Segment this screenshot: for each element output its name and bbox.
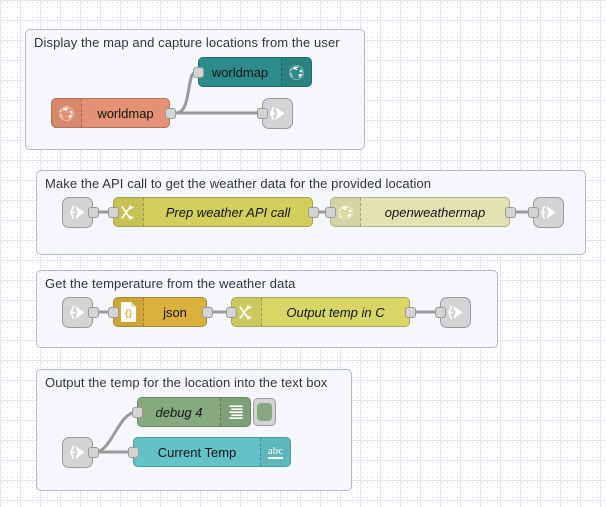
node-link-out[interactable] bbox=[533, 197, 564, 228]
node-output-port[interactable] bbox=[404, 306, 416, 318]
node-label: Current Temp bbox=[157, 444, 237, 460]
node-input-port[interactable] bbox=[192, 66, 204, 78]
node-json[interactable]: {} json bbox=[113, 297, 207, 327]
node-output-port[interactable] bbox=[307, 206, 319, 218]
node-prep-weather-api-call[interactable]: Prep weather API call bbox=[113, 197, 313, 227]
node-worldmap-out[interactable]: worldmap bbox=[198, 57, 312, 87]
group-display-map[interactable]: Display the map and capture locations fr… bbox=[25, 29, 365, 150]
link-out-icon bbox=[270, 106, 285, 121]
node-output-port[interactable] bbox=[87, 307, 99, 318]
node-debug-4[interactable]: debug 4 bbox=[137, 397, 251, 427]
globe-icon bbox=[281, 58, 311, 86]
node-output-port[interactable] bbox=[201, 306, 213, 318]
debug-toggle-indicator bbox=[257, 403, 272, 421]
globe-icon bbox=[331, 198, 361, 226]
node-output-temp-in-c[interactable]: Output temp in C bbox=[231, 297, 410, 327]
svg-text:{}: {} bbox=[125, 308, 133, 319]
node-label: openweathermap bbox=[384, 204, 486, 220]
node-openweathermap[interactable]: openweathermap bbox=[330, 197, 510, 227]
link-in-icon bbox=[70, 205, 85, 220]
node-label: json bbox=[163, 304, 187, 320]
node-input-port[interactable] bbox=[324, 206, 336, 218]
group-title: Output the temp for the location into th… bbox=[45, 375, 328, 390]
node-input-port[interactable] bbox=[256, 108, 268, 119]
node-output-port[interactable] bbox=[504, 206, 516, 218]
debug-lines-icon bbox=[220, 398, 250, 426]
node-link-in[interactable] bbox=[62, 437, 93, 468]
change-icon bbox=[114, 198, 144, 226]
group-output-temp[interactable]: Output the temp for the location into th… bbox=[36, 369, 352, 491]
link-out-icon bbox=[448, 305, 463, 320]
node-input-port[interactable] bbox=[527, 207, 539, 218]
node-label: Output temp in C bbox=[286, 304, 385, 320]
node-input-port[interactable] bbox=[107, 206, 119, 218]
node-label: worldmap bbox=[211, 64, 269, 80]
node-input-port[interactable] bbox=[131, 406, 143, 418]
link-in-icon bbox=[70, 305, 85, 320]
node-input-port[interactable] bbox=[107, 306, 119, 318]
node-output-port[interactable] bbox=[87, 207, 99, 218]
node-output-port[interactable] bbox=[164, 107, 176, 119]
node-input-port[interactable] bbox=[225, 306, 237, 318]
abc-label: abc bbox=[267, 445, 284, 459]
group-title: Make the API call to get the weather dat… bbox=[45, 176, 432, 191]
globe-icon bbox=[52, 99, 82, 127]
group-title: Display the map and capture locations fr… bbox=[34, 35, 340, 50]
node-worldmap-in[interactable]: worldmap bbox=[51, 98, 170, 128]
json-braces-icon: {} bbox=[114, 298, 144, 326]
node-output-port[interactable] bbox=[87, 447, 99, 458]
group-title: Get the temperature from the weather dat… bbox=[45, 276, 296, 291]
node-input-port[interactable] bbox=[127, 446, 139, 458]
change-icon bbox=[232, 298, 262, 326]
link-in-icon bbox=[70, 445, 85, 460]
debug-toggle-button[interactable] bbox=[253, 398, 276, 426]
abc-text-icon: abc bbox=[260, 438, 290, 466]
node-input-port[interactable] bbox=[434, 307, 446, 318]
link-out-icon bbox=[541, 205, 556, 220]
node-current-temp[interactable]: Current Temp abc bbox=[133, 437, 291, 467]
node-label: Prep weather API call bbox=[165, 204, 291, 220]
node-label: worldmap bbox=[97, 105, 154, 121]
node-label: debug 4 bbox=[155, 404, 203, 420]
